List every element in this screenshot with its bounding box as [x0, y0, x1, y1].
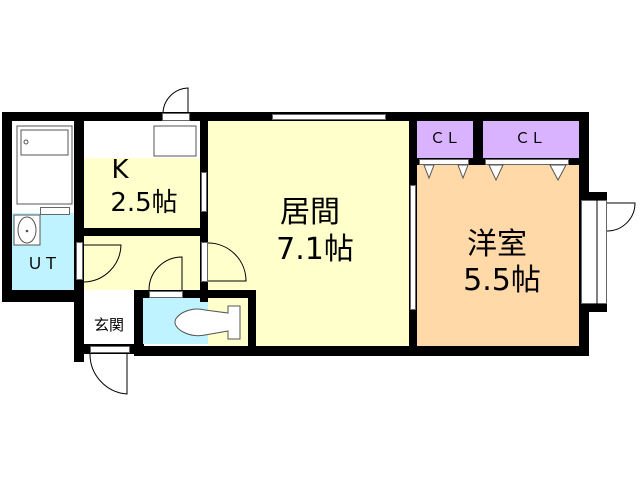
- western-name: 洋室: [467, 227, 527, 262]
- bathtub-icon: [16, 125, 73, 205]
- closet-1-door: [419, 159, 469, 165]
- x: [549, 164, 567, 182]
- entrance-door-opening: [90, 346, 130, 353]
- toilet-icon: [174, 305, 241, 340]
- western-size: 5.5帖: [463, 263, 541, 298]
- living-side-window: [410, 185, 416, 310]
- bay-window: [581, 200, 607, 304]
- wall-toilet-right: [248, 290, 256, 350]
- hall-door-opening: [76, 242, 83, 280]
- living-name: 居間: [280, 195, 340, 230]
- toilet-door-opening: [149, 291, 183, 298]
- living-window: [272, 114, 386, 120]
- entrance-door-swing: [89, 353, 128, 395]
- unit-bath-label: ＵＴ: [26, 254, 59, 273]
- wall-toilet-left: [134, 290, 143, 350]
- wall-kitchen-bottom: [84, 228, 208, 236]
- bath-gap: [40, 207, 70, 215]
- living-door-opening: [201, 242, 208, 282]
- kitchen-room[interactable]: [84, 158, 200, 228]
- balcony-door-swing: [162, 87, 189, 114]
- closet-2-label: ＣＬ: [514, 129, 545, 147]
- entrance-room[interactable]: [84, 307, 134, 344]
- kitchen-name: K: [111, 155, 129, 185]
- wall-left: [2, 112, 12, 302]
- closet-2[interactable]: [483, 120, 579, 158]
- wall-ut-bottom: [2, 290, 84, 302]
- closet-door-markers: [423, 164, 567, 182]
- wall-bay-bottom: [579, 304, 607, 312]
- wall-toilet-top: [134, 290, 256, 298]
- toilet-door-swing: [148, 256, 183, 291]
- wall-bay-top: [579, 192, 607, 200]
- living-size: 7.1帖: [276, 232, 354, 267]
- closet-1[interactable]: [417, 120, 473, 158]
- washbasin-icon: [13, 214, 41, 246]
- living-room[interactable]: [208, 120, 409, 348]
- kitchen-size: 2.5帖: [110, 188, 178, 218]
- hall-door-swing: [83, 244, 122, 283]
- wall-kitchen-left: [74, 112, 84, 362]
- kitchen-side-opening: [201, 172, 207, 212]
- kitchen-sink-icon: [153, 125, 197, 157]
- wall-bottom: [134, 346, 589, 356]
- closet-2-door: [485, 159, 569, 165]
- western-room[interactable]: [417, 165, 581, 348]
- bay-door-swing: [606, 202, 636, 232]
- kitchen-vent-opening: [162, 113, 190, 121]
- closet-1-label: ＣＬ: [429, 129, 460, 147]
- entrance-label: 玄関: [93, 316, 124, 334]
- living-door-swing: [207, 242, 247, 282]
- wall-closet-divider: [473, 112, 483, 165]
